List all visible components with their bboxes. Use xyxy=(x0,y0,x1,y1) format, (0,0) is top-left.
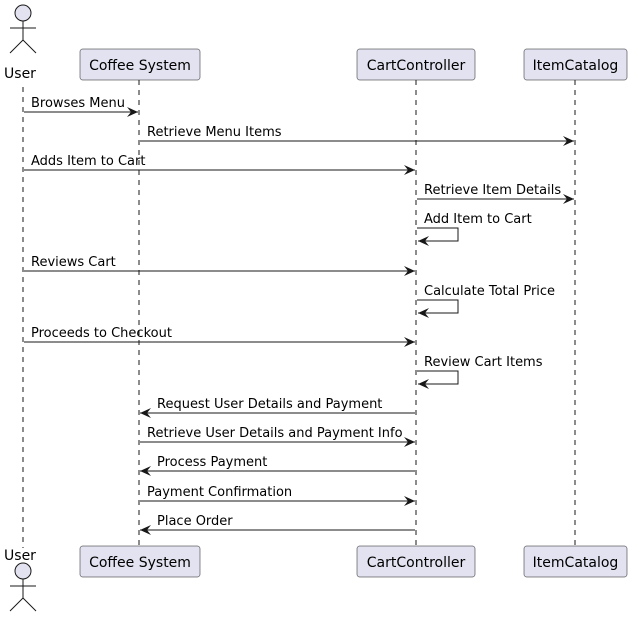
participant-cart-bottom: CartController xyxy=(356,545,476,578)
message-label: Calculate Total Price xyxy=(424,284,555,299)
self-message-arrow xyxy=(417,227,459,246)
actor-user: User xyxy=(4,4,37,82)
actor-left-leg-icon xyxy=(9,39,24,54)
participant-box xyxy=(79,545,201,578)
message-label: Retrieve Item Details xyxy=(424,183,561,198)
participant-box xyxy=(79,48,201,81)
message-13: Payment Confirmation xyxy=(140,485,415,506)
participant-label: CartController xyxy=(367,58,466,74)
self-message-arrow xyxy=(417,299,459,318)
message-label: Browses Menu xyxy=(31,96,125,111)
message-9: Review Cart Items xyxy=(417,355,543,389)
message-label: Proceeds to Checkout xyxy=(31,326,172,341)
participant-coffee-top: Coffee System xyxy=(79,48,201,81)
message-label: Add Item to Cart xyxy=(424,212,532,227)
participant-label: CartController xyxy=(367,555,466,571)
message-4: Retrieve Item Details xyxy=(417,183,574,204)
message-label: Request User Details and Payment xyxy=(157,397,382,412)
message-1: Browses Menu xyxy=(24,96,138,117)
participant-catalog-top: ItemCatalog xyxy=(523,48,628,81)
actor-label: User xyxy=(4,66,36,82)
participant-cart-top: CartController xyxy=(356,48,476,81)
message-label: Retrieve User Details and Payment Info xyxy=(147,426,403,441)
message-label: Retrieve Menu Items xyxy=(147,125,282,140)
message-2: Retrieve Menu Items xyxy=(140,125,574,146)
message-12: Process Payment xyxy=(140,455,415,476)
participant-box xyxy=(523,48,628,81)
message-14: Place Order xyxy=(140,514,415,535)
message-label: Place Order xyxy=(157,514,233,529)
message-7: Calculate Total Price xyxy=(417,284,555,318)
actor-right-leg-icon xyxy=(22,39,37,54)
participant-label: Coffee System xyxy=(89,58,191,74)
message-label: Reviews Cart xyxy=(31,255,116,270)
actor-head-icon xyxy=(14,562,32,580)
participant-box xyxy=(523,545,628,578)
message-6: Reviews Cart xyxy=(24,255,415,276)
message-11: Retrieve User Details and Payment Info xyxy=(140,426,415,447)
actor-right-leg-icon xyxy=(22,597,37,612)
actor-label: User xyxy=(4,548,36,564)
message-3: Adds Item to Cart xyxy=(24,154,415,175)
participant-coffee-bottom: Coffee System xyxy=(79,545,201,578)
participant-label: ItemCatalog xyxy=(533,58,619,74)
message-5: Add Item to Cart xyxy=(417,212,532,246)
participant-box xyxy=(356,545,476,578)
participant-label: Coffee System xyxy=(89,555,191,571)
message-label: Adds Item to Cart xyxy=(31,154,145,169)
self-message-arrow xyxy=(417,370,459,389)
message-10: Request User Details and Payment xyxy=(140,397,415,418)
actor-user: User xyxy=(4,548,37,612)
participant-catalog-bottom: ItemCatalog xyxy=(523,545,628,578)
actor-left-leg-icon xyxy=(9,597,24,612)
message-label: Process Payment xyxy=(157,455,267,470)
message-8: Proceeds to Checkout xyxy=(24,326,415,347)
participant-box xyxy=(356,48,476,81)
participant-label: ItemCatalog xyxy=(533,555,619,571)
message-label: Payment Confirmation xyxy=(147,485,292,500)
message-label: Review Cart Items xyxy=(424,355,543,370)
actor-head-icon xyxy=(14,4,32,22)
